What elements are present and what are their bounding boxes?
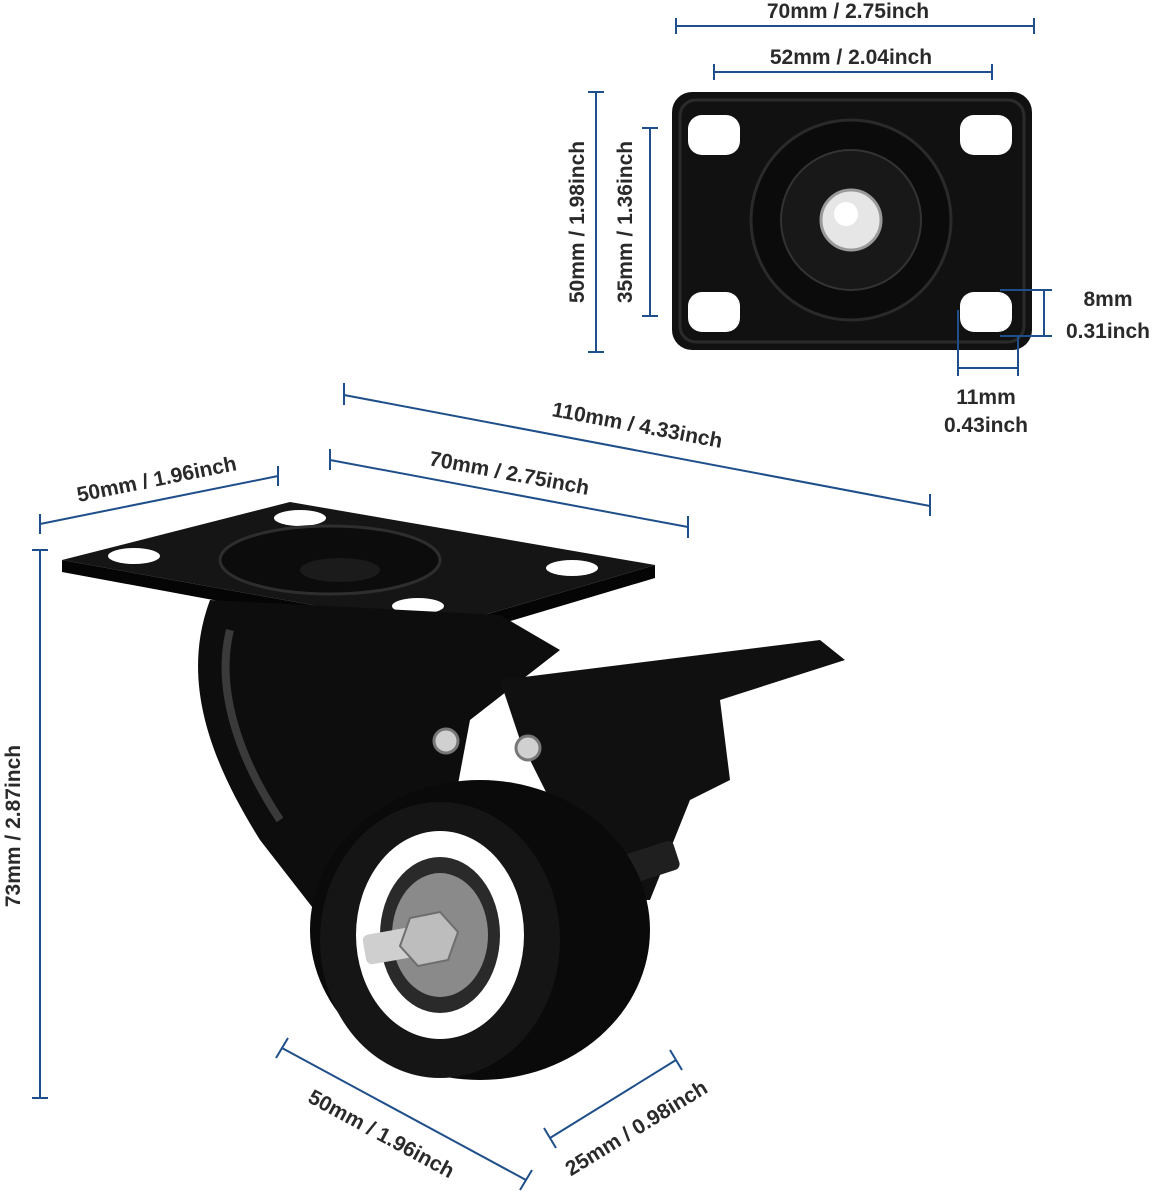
dim-tick xyxy=(669,1049,683,1071)
label-total-length: 110mm / 4.33inch xyxy=(550,398,724,453)
label-plate-width-overall: 70mm / 2.75inch xyxy=(767,0,929,23)
label-plate-height-overall: 50mm / 1.98inch xyxy=(566,141,589,303)
top-plate-edge xyxy=(678,98,1026,344)
dim-tick xyxy=(543,1127,557,1149)
caster-fork-highlight xyxy=(221,629,284,823)
dim-tick xyxy=(519,1169,533,1191)
label-plate-length: 70mm / 2.75inch xyxy=(427,447,591,499)
mount-slot-top-left xyxy=(688,115,740,155)
mount-slot-bottom-right xyxy=(960,292,1012,332)
label-plate-height-holes: 35mm / 1.36inch xyxy=(614,141,637,303)
caster-plate-slot xyxy=(392,598,444,614)
dim-line-plate-width xyxy=(39,475,279,525)
caster-fork-housing xyxy=(198,600,560,930)
dim-line-wheel-diameter xyxy=(281,1047,527,1181)
label-wheel-diameter: 50mm / 1.96inch xyxy=(304,1086,458,1183)
caster-view: 110mm / 4.33inch 70mm / 2.75inch 50mm / … xyxy=(2,383,931,1191)
dim-line-total-length xyxy=(343,394,931,507)
label-slot-width-mm: 11mm xyxy=(956,386,1016,409)
label-total-height: 73mm / 2.87inch xyxy=(2,745,25,907)
label-slot-height-in: 0.31inch xyxy=(1066,320,1150,343)
caster-swivel-center xyxy=(300,558,380,582)
dim-line-wheel-width xyxy=(549,1059,677,1139)
mount-slot-top-right xyxy=(960,115,1012,155)
center-rivet-highlight xyxy=(834,202,858,226)
label-plate-width-holes: 52mm / 2.04inch xyxy=(770,46,932,69)
caster-plate-slot xyxy=(108,548,160,564)
label-plate-width: 50mm / 1.96inch xyxy=(75,452,239,507)
dim-line-plate-length xyxy=(329,459,689,528)
mount-slot-bottom-left xyxy=(688,292,740,332)
rivet-icon xyxy=(432,727,460,755)
axle-nut-icon xyxy=(398,910,460,968)
dim-tick xyxy=(275,1037,289,1059)
label-slot-height-mm: 8mm xyxy=(1083,288,1132,311)
label-slot-width-in: 0.43inch xyxy=(944,414,1028,437)
label-wheel-width: 25mm / 0.98inch xyxy=(561,1076,711,1181)
caster-plate-slot xyxy=(546,560,598,576)
top-plate-view: 70mm / 2.75inch 52mm / 2.04inch 50mm / 1… xyxy=(566,0,1150,437)
rivet-icon xyxy=(514,734,542,762)
caster-plate-slot xyxy=(274,510,326,526)
